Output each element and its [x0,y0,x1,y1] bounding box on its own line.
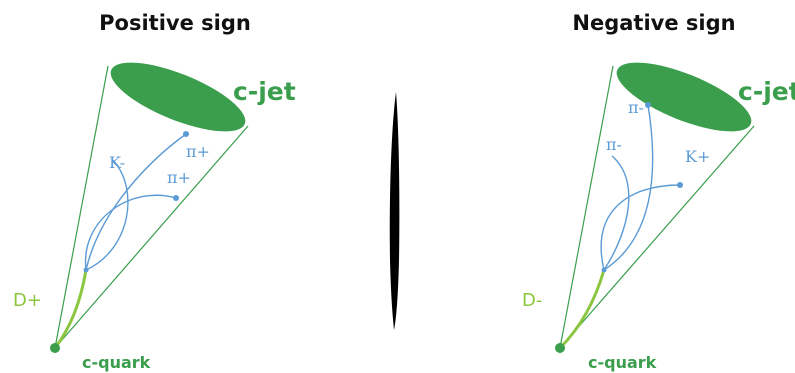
left-jet-label: c-jet [233,77,296,106]
left-particle-label-k-minus: K- [109,153,125,172]
right-track-pi-minus-1-end [645,102,651,108]
left-jet-cap [110,62,246,132]
left-cone-edge-lower [54,125,249,349]
left-track-pi-plus-2-end [173,195,179,201]
right-cone-edge-lower [559,125,755,349]
right-jet-cap [616,62,752,132]
left-track-pi-plus-2 [84,194,177,271]
left-d-meson-track [53,268,88,350]
right-track-k-plus [600,184,681,271]
left-panel: Positive sign c-jet K- π+ π+ D+ c-quark [13,11,296,372]
right-particle-label-pi-minus-1: π- [628,98,644,117]
left-meson-label: D+ [13,290,42,311]
right-particle-label-pi-minus-2: π- [606,135,622,154]
left-c-quark-origin [50,343,60,353]
right-panel: Negative sign c-jet π- π- K+ D- c-quark [522,11,795,372]
left-cone-edge-upper [54,65,109,349]
left-particle-label-pi-plus-2: π+ [167,168,191,187]
panel-divider [389,92,400,330]
right-cone-edge-upper [559,65,614,349]
right-meson-label: D- [522,290,542,311]
left-track-pi-plus-1 [85,133,187,271]
right-jet-label: c-jet [738,77,795,106]
right-d-meson-track [558,268,606,350]
right-track-pi-minus-1 [603,104,654,271]
left-particle-label-pi-plus-1: π+ [186,142,210,161]
right-track-k-plus-end [677,182,683,188]
right-particle-label-k-plus: K+ [685,147,710,166]
left-panel-title: Positive sign [99,11,251,35]
right-track-pi-minus-2 [603,155,630,271]
left-quark-label: c-quark [82,353,151,372]
left-track-pi-plus-1-end [183,131,189,137]
left-track-k-minus [85,159,129,271]
right-c-quark-origin [555,343,565,353]
right-quark-label: c-quark [588,353,657,372]
right-panel-title: Negative sign [572,11,735,35]
